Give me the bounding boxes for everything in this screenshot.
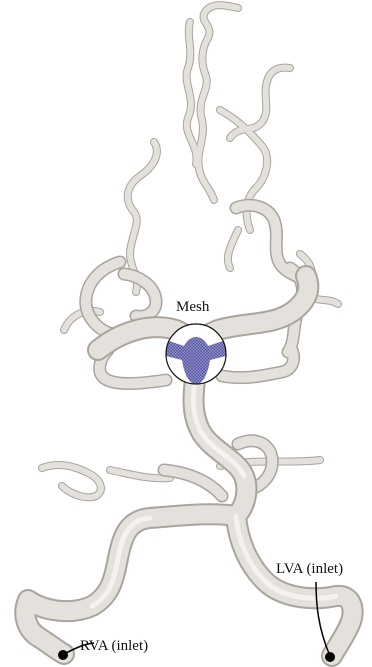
rva-inlet-marker [58, 650, 68, 660]
rva-inlet-label: RVA (inlet) [80, 639, 148, 654]
mesh-region [166, 324, 226, 384]
lva-inlet-marker [325, 652, 335, 662]
lva-inlet-label: LVA (inlet) [276, 562, 343, 577]
mesh-label: Mesh [176, 300, 209, 315]
